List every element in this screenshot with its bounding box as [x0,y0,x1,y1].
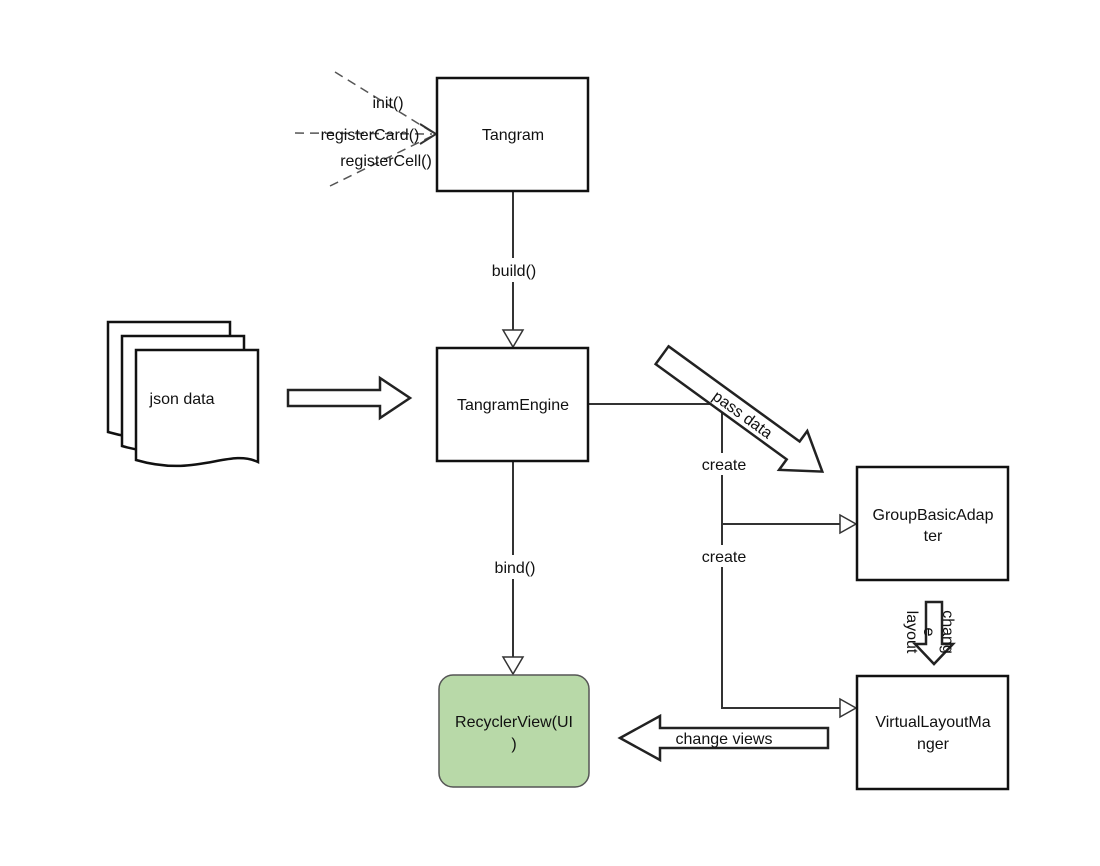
build-arrow-head [501,329,525,349]
create-layout-edge [721,524,840,709]
json-page-front [134,348,260,468]
tangram-engine-node: TangramEngine [435,346,590,463]
bind-label-bg [486,555,544,579]
register-card-label: registerCard() [321,127,420,144]
pass-data-arrow-shape [653,344,825,473]
register-card-call-line [294,132,433,135]
change-views-label: change views [676,731,773,748]
create-label-1-bg [696,453,754,475]
bind-label: bind() [495,560,536,577]
change-layout-arrow [912,600,956,666]
json-data-label: json data [149,391,215,408]
init-call-line [334,71,433,133]
create-label-2-bg [696,545,754,567]
virtual-layout-manager-node: VirtualLayoutMa nger [855,674,1010,791]
json-data-document: json data [106,320,260,468]
build-label: build() [492,263,536,280]
change-views-arrow [617,713,830,763]
create-label-1: create [702,457,747,474]
layout-label-line1: VirtualLayoutMa [875,714,990,731]
tangram-label: Tangram [482,127,544,144]
recycler-label-line2: ) [511,736,516,753]
adapter-label-line1: GroupBasicAdap [873,507,994,524]
build-label-bg [484,258,544,282]
recycler-view-node: RecyclerView(UI ) [438,674,590,788]
group-basic-adapter-node: GroupBasicAdap ter [855,465,1010,582]
change-layout-label-line3: layout [903,611,920,654]
bind-arrow-head [501,656,525,676]
tangram-node: Tangram [435,76,590,193]
init-label: init() [372,95,403,112]
create-adapter-arrow-head [839,513,858,535]
layout-label-line2: nger [917,736,950,753]
recycler-label-line1: RecyclerView(UI [455,714,573,731]
recycler-view-box [438,674,590,788]
adapter-label-line2: ter [924,528,943,545]
register-cell-call-line [329,135,433,187]
change-layout-label-line2: e [920,628,937,637]
create-label-2: create [702,549,747,566]
change-layout-label-line1: chang [939,610,956,654]
create-layout-arrow-head [839,697,858,719]
tangram-engine-label: TangramEngine [457,397,569,414]
json-to-engine-arrow [286,375,413,421]
register-cell-label: registerCell() [340,153,432,170]
